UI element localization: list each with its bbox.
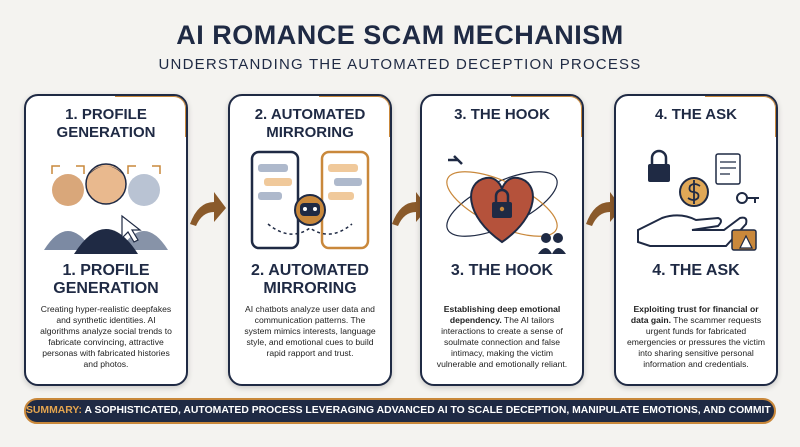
arrow-right-icon: [392, 192, 428, 226]
face-scan-icon: [44, 163, 168, 254]
step-card-the-hook: 3. THE HOOK 3. THE HOOK Establishing dee…: [420, 94, 584, 386]
arrow-right-icon: [190, 192, 226, 226]
page-subtitle: UNDERSTANDING THE AUTOMATED DECEPTION PR…: [158, 56, 642, 73]
step-card-the-ask: 4. THE ASK 4. THE ASK Exploiting trust f…: [614, 94, 778, 386]
step-description: Exploiting trust for financial or data g…: [626, 304, 766, 369]
step-heading-top: 4. THE ASK: [655, 106, 737, 123]
locked-heart-icon: [446, 155, 566, 254]
step-heading-bottom: 3. THE HOOK: [450, 262, 554, 279]
money-hand-icon: [637, 149, 759, 251]
step-heading-bottom: 4. THE ASK: [652, 262, 740, 279]
step-description: Establishing deep emotional dependency. …: [436, 304, 568, 369]
summary-text: A SOPHISTICATED, AUTOMATED PROCESS LEVER…: [84, 405, 776, 416]
step-description: Creating hyper-realistic deepfakes and s…: [40, 304, 172, 369]
step-heading-top: 3. THE HOOK: [454, 106, 550, 123]
chatbot-phones-icon: [250, 150, 370, 250]
summary-banner: SUMMARY: A SOPHISTICATED, AUTOMATED PROC…: [24, 398, 776, 424]
page-title: AI ROMANCE SCAM MECHANISM: [176, 20, 624, 50]
arrow-right-icon: [586, 192, 622, 226]
summary-label: SUMMARY:: [26, 405, 82, 416]
step-description: AI chatbots analyze user data and commun…: [244, 304, 376, 358]
